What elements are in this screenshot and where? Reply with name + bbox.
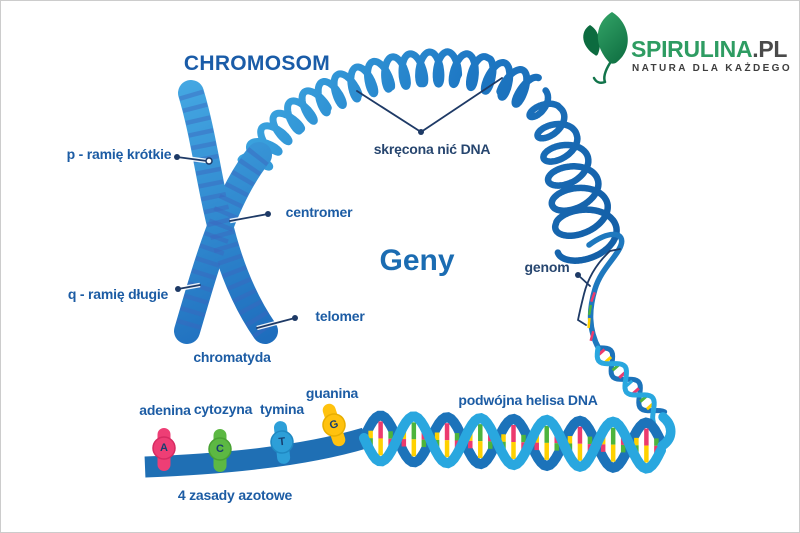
label-p-arm: p - ramię krótkie	[66, 146, 172, 162]
base-peg-cytosine	[208, 429, 232, 472]
label-q-arm: q - ramię długie	[67, 286, 169, 302]
logo-tagline: NATURA DLA KAŻDEGO	[632, 63, 793, 74]
double-helix	[359, 410, 666, 474]
chromosome-x-shape	[174, 80, 278, 344]
logo-tld-text: .PL	[752, 36, 788, 62]
genome-bracket	[576, 248, 621, 326]
unwinding-strand	[586, 231, 625, 352]
label-twisted-dna: skręcona nić DNA	[373, 141, 491, 157]
label-adenine: adenina	[139, 402, 191, 418]
label-double-helix: podwójna helisa DNA	[458, 392, 598, 408]
loose-spiral	[526, 87, 620, 264]
logo-brand-text: SPIRULINA	[631, 36, 753, 62]
label-genome: genom	[524, 259, 570, 275]
label-telomere: telomer	[315, 308, 365, 324]
helix-turn-connector	[657, 412, 676, 451]
base-letter-a: A	[160, 442, 168, 454]
base-letter-c: C	[216, 443, 224, 455]
label-thymine: tymina	[260, 401, 304, 417]
base-peg-thymine	[270, 421, 294, 464]
base-peg-guanine	[322, 403, 346, 447]
label-chromatid: chromatyda	[193, 349, 271, 365]
diagram-title: CHROMOSOM	[183, 52, 331, 75]
base-ribbon-strand	[144, 427, 368, 478]
logo-wordmark: SPIRULINA.PL	[631, 36, 787, 63]
label-centromere: centromer	[285, 204, 353, 220]
base-letter-t: T	[278, 435, 286, 449]
leaf-icon	[583, 12, 628, 85]
diagonal-helix-segment	[594, 345, 668, 425]
label-guanine: guanina	[305, 385, 359, 401]
label-genes: Geny	[379, 244, 455, 277]
label-bases-caption: 4 zasady azotowe	[177, 487, 293, 503]
supercoil-arc	[237, 48, 542, 171]
label-cytosine: cytozyna	[193, 401, 253, 417]
pointer-lines	[174, 77, 621, 331]
base-peg-adenine	[152, 428, 176, 471]
